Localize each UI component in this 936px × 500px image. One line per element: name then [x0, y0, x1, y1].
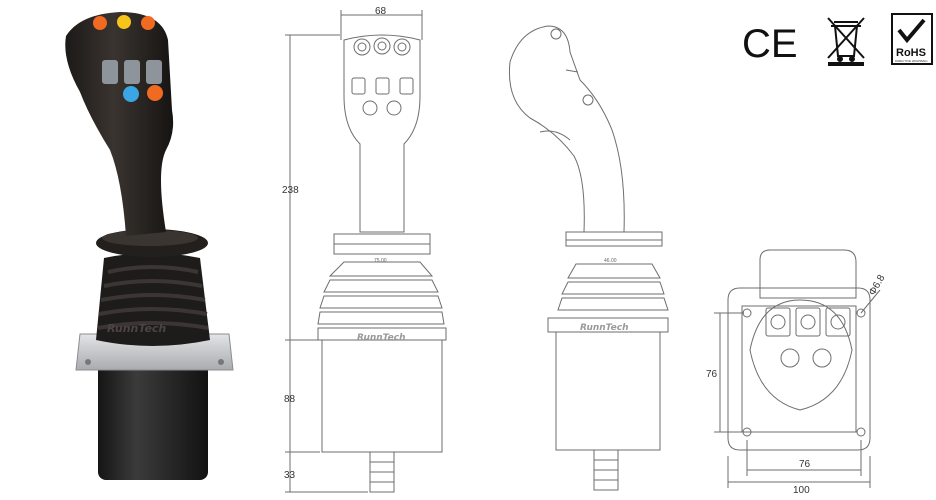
dim-hole-diameter: Φ6.8 [867, 273, 888, 298]
orange-button-lower [147, 85, 163, 101]
gray-switch-left [102, 60, 118, 84]
weee-bin-icon [827, 17, 865, 66]
flange-screw [218, 359, 224, 365]
ce-mark-label: CE [742, 22, 798, 66]
photo-brand-label: RunnTech [107, 322, 166, 335]
rohs-sub-label: DIRECTIVE 2002/95/EC [895, 59, 929, 63]
dim-front-width: 68 [375, 6, 387, 17]
ce-mark-icon: CE [742, 22, 798, 66]
handle-grip [65, 12, 174, 236]
gray-switch-middle [124, 60, 140, 84]
gray-switch-right [146, 60, 162, 84]
rohs-label: RoHS [896, 47, 926, 59]
front-brand-label: RunnTech [357, 333, 406, 343]
side-small-label: 46.00 [604, 258, 617, 264]
side-view-drawing [508, 25, 669, 491]
dim-lower-height: 88 [284, 394, 296, 405]
blue-button [123, 86, 139, 102]
rohs-icon: RoHS DIRECTIVE 2002/95/EC [891, 13, 933, 65]
orange-button-top-right [141, 16, 155, 30]
dim-total-height: 238 [282, 185, 299, 196]
dim-shaft-height: 33 [284, 470, 296, 481]
dim-flange-width: 100 [793, 485, 810, 496]
base-cylinder [98, 352, 208, 480]
joystick-photo: RunnTech [65, 12, 234, 480]
flange-screw [85, 359, 91, 365]
yellow-button-top [117, 15, 131, 29]
rubber-boot [96, 253, 210, 346]
top-view-drawing [714, 249, 881, 488]
dim-mount-horizontal: 76 [799, 459, 811, 470]
orange-button-top-left [93, 16, 107, 30]
side-brand-label: RunnTech [580, 323, 629, 333]
front-view-drawing [285, 10, 447, 493]
front-small-label: 75.00 [374, 258, 387, 264]
dim-mount-vertical: 76 [706, 369, 718, 380]
